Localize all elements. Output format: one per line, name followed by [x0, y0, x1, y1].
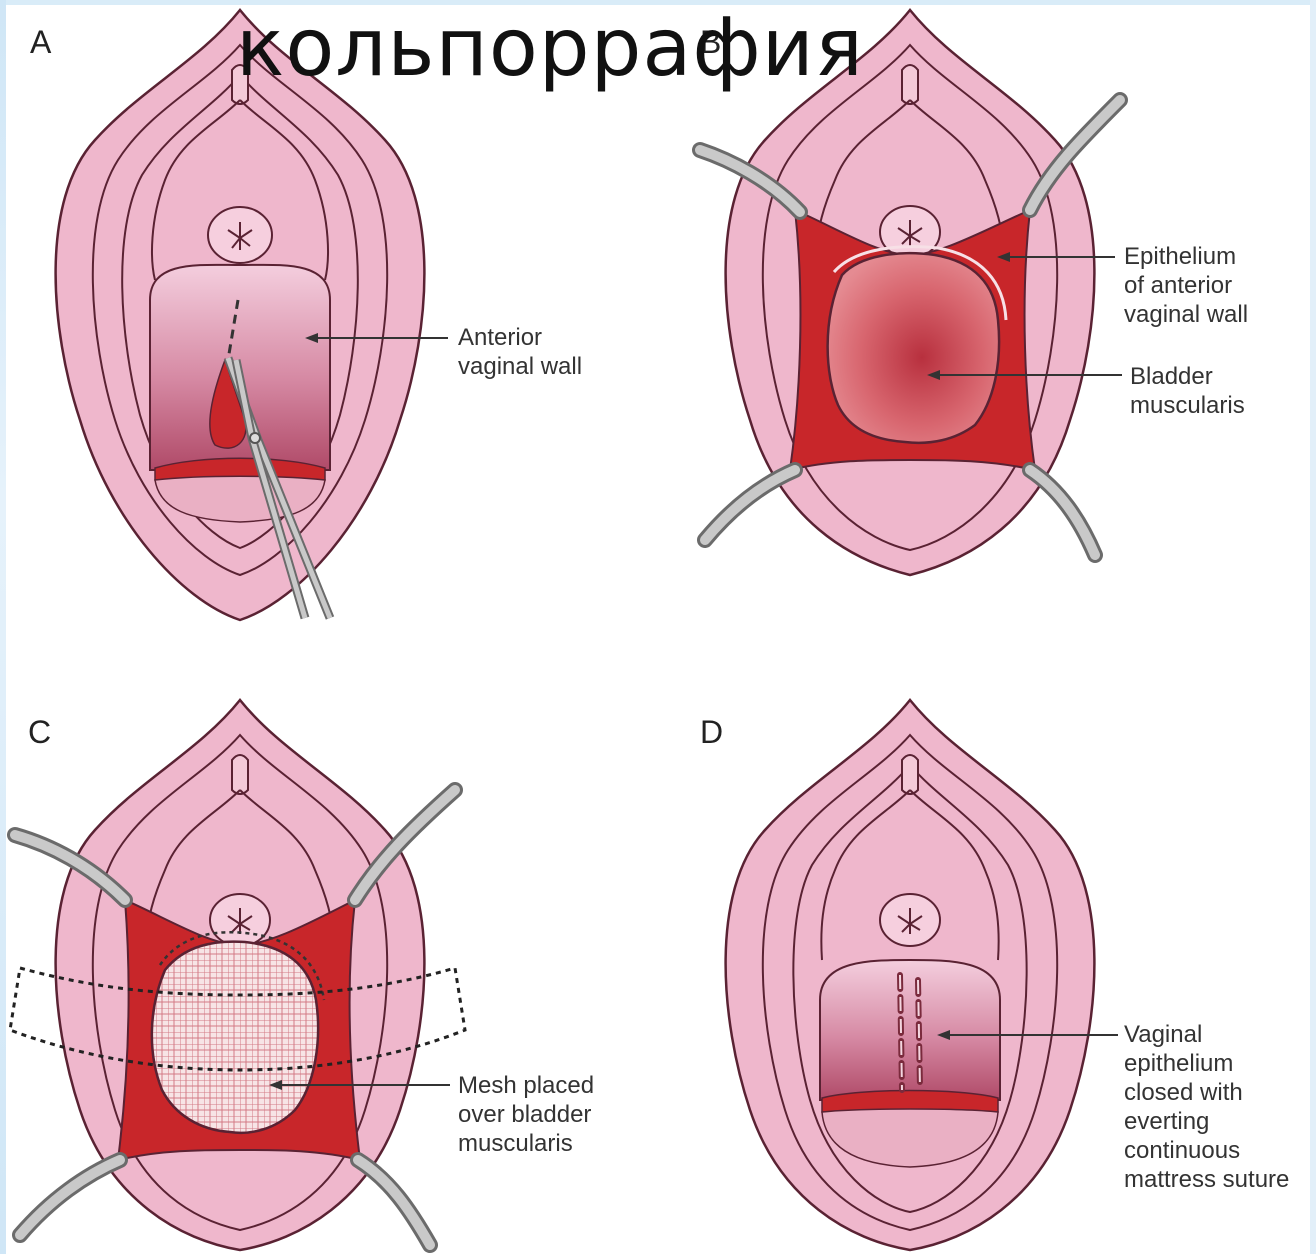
label-line: Bladder	[1130, 362, 1245, 391]
label-bladder-muscularis: Bladder muscularis	[1130, 362, 1245, 420]
panel-a-illustration	[56, 10, 448, 620]
label-epithelium-anterior-wall: Epithelium of anterior vaginal wall	[1124, 242, 1248, 329]
label-line: Anterior	[458, 323, 582, 352]
label-line: everting	[1124, 1107, 1289, 1136]
label-line: mattress suture	[1124, 1165, 1289, 1194]
panel-a-letter: A	[30, 24, 51, 61]
panel-c-letter: C	[28, 714, 51, 751]
label-line: epithelium	[1124, 1049, 1289, 1078]
label-anterior-vaginal-wall: Anterior vaginal wall	[458, 323, 582, 381]
panel-c-illustration	[10, 700, 465, 1250]
label-line: closed with	[1124, 1078, 1289, 1107]
label-line: muscularis	[1130, 391, 1245, 420]
label-line: Vaginal	[1124, 1020, 1289, 1049]
label-line: Mesh placed	[458, 1071, 594, 1100]
panel-d-letter: D	[700, 714, 723, 751]
label-vaginal-epithelium-closed: Vaginal epithelium closed with everting …	[1124, 1020, 1289, 1194]
label-line: of anterior	[1124, 271, 1248, 300]
label-line: over bladder	[458, 1100, 594, 1129]
label-mesh-placed: Mesh placed over bladder muscularis	[458, 1071, 594, 1158]
label-line: vaginal wall	[458, 352, 582, 381]
label-line: muscularis	[458, 1129, 594, 1158]
panel-d-illustration	[726, 700, 1118, 1250]
label-line: vaginal wall	[1124, 300, 1248, 329]
label-line: Epithelium	[1124, 242, 1248, 271]
slide-title: кольпоррафия	[236, 0, 864, 98]
label-line: continuous	[1124, 1136, 1289, 1165]
